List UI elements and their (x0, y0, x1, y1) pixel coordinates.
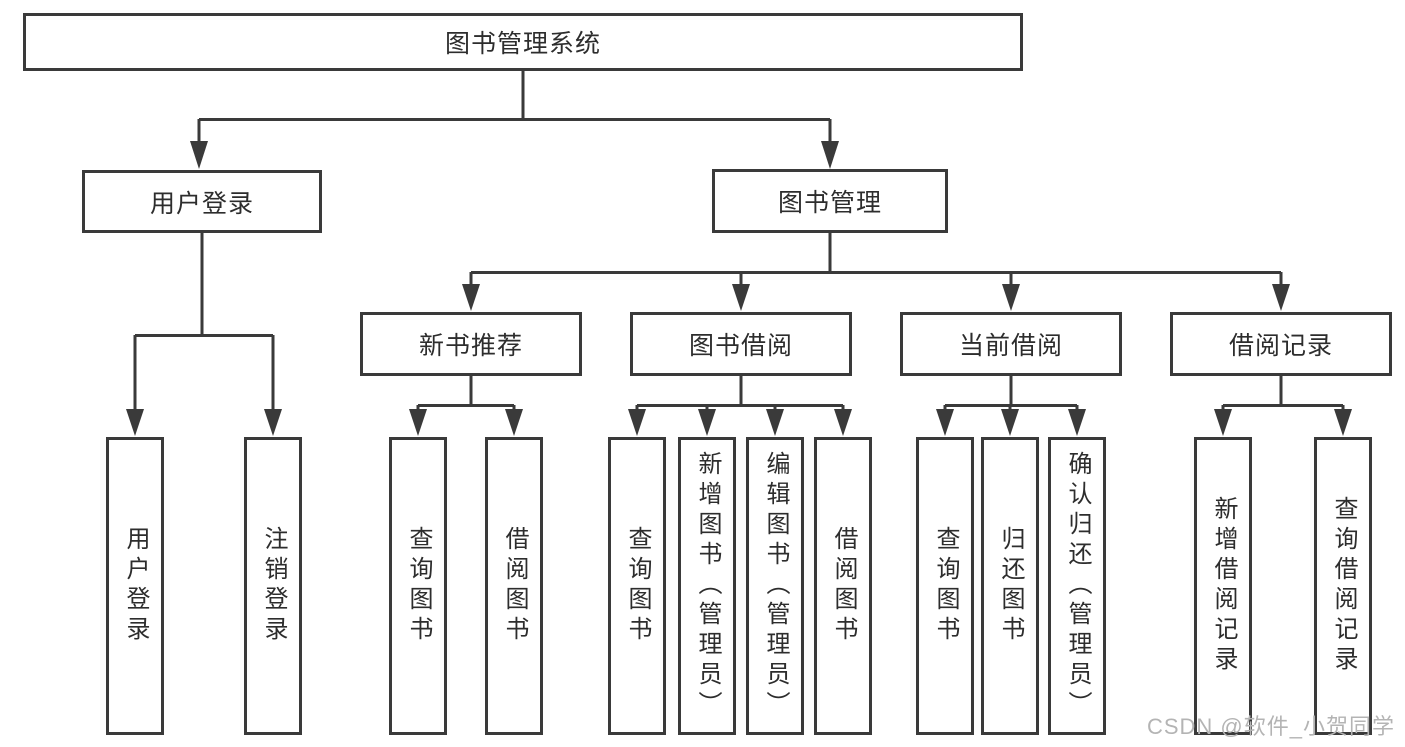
node-label: 查询图书 (624, 526, 651, 646)
arrowhead (264, 409, 282, 436)
arrowhead (1068, 409, 1086, 436)
arrowhead (936, 409, 954, 436)
arrowhead (1214, 409, 1232, 436)
arrowhead (1002, 284, 1020, 311)
arrowhead (1272, 284, 1290, 311)
node-label: 借阅图书 (501, 526, 528, 646)
arrowhead (462, 284, 480, 311)
connector-new-books-to-children (409, 376, 523, 436)
node-new-book-recommend: 新书推荐 (360, 312, 582, 376)
node-root-system: 图书管理系统 (23, 13, 1023, 71)
node-label: 查询图书 (932, 526, 959, 646)
node-label: 图书借阅 (688, 332, 793, 360)
node-leaf-edit-books-admin: 编辑图书（管理员） (746, 437, 804, 735)
arrowhead (190, 141, 208, 169)
node-label: 归还图书 (997, 526, 1024, 646)
connector-current-borrow-to-children (936, 376, 1086, 436)
node-label: 查询图书 (405, 526, 432, 646)
node-leaf-query-books-borrowing: 查询图书 (608, 437, 666, 735)
node-leaf-query-borrow-record: 查询借阅记录 (1314, 437, 1372, 735)
node-user-login: 用户登录 (82, 170, 322, 233)
arrowhead (766, 409, 784, 436)
arrowhead (732, 284, 750, 311)
node-label: 借阅记录 (1228, 332, 1333, 360)
node-label: 用户登录 (149, 189, 254, 218)
node-leaf-add-books-admin: 新增图书（管理员） (678, 437, 736, 735)
arrowhead (698, 409, 716, 436)
arrowhead (628, 409, 646, 436)
node-leaf-query-books-newbooks: 查询图书 (389, 437, 447, 735)
arrowhead (409, 409, 427, 436)
arrowhead (821, 141, 839, 169)
arrowhead (834, 409, 852, 436)
node-book-management: 图书管理 (712, 169, 948, 233)
arrowhead (505, 409, 523, 436)
connector-user-login-to-children (126, 233, 282, 436)
node-label: 编辑图书（管理员） (762, 451, 789, 721)
node-current-borrowing: 当前借阅 (900, 312, 1122, 376)
node-label: 新增借阅记录 (1210, 496, 1237, 676)
node-label: 确认归还（管理员） (1064, 451, 1091, 721)
node-label: 新增图书（管理员） (694, 451, 721, 721)
connector-root-to-level2 (190, 71, 839, 169)
node-label: 借阅图书 (830, 526, 857, 646)
node-leaf-query-books-current: 查询图书 (916, 437, 974, 735)
node-leaf-add-borrow-record: 新增借阅记录 (1194, 437, 1252, 735)
node-label: 查询借阅记录 (1330, 496, 1357, 676)
node-borrowing-records: 借阅记录 (1170, 312, 1392, 376)
node-leaf-user-login: 用户登录 (106, 437, 164, 735)
node-label: 新书推荐 (418, 332, 523, 360)
connector-book-borrowing-to-children (628, 376, 852, 436)
node-label: 当前借阅 (958, 332, 1063, 360)
node-leaf-borrow-books-newbooks: 借阅图书 (485, 437, 543, 735)
node-leaf-return-books: 归还图书 (981, 437, 1039, 735)
arrowhead (126, 409, 144, 436)
arrowhead (1334, 409, 1352, 436)
node-label: 用户登录 (122, 526, 149, 646)
node-book-borrowing: 图书借阅 (630, 312, 852, 376)
node-label: 图书管理 (777, 189, 882, 217)
connector-book-mgmt-to-level3 (462, 233, 1290, 311)
node-label: 注销登录 (260, 526, 287, 646)
node-leaf-confirm-return-admin: 确认归还（管理员） (1048, 437, 1106, 735)
node-label: 图书管理系统 (444, 30, 601, 58)
node-leaf-borrow-books-borrowing: 借阅图书 (814, 437, 872, 735)
csdn-watermark: CSDN @软件_小贺同学 (1146, 714, 1395, 739)
arrowhead (1001, 409, 1019, 436)
node-leaf-logout: 注销登录 (244, 437, 302, 735)
connector-borrow-records-to-children (1214, 376, 1352, 436)
